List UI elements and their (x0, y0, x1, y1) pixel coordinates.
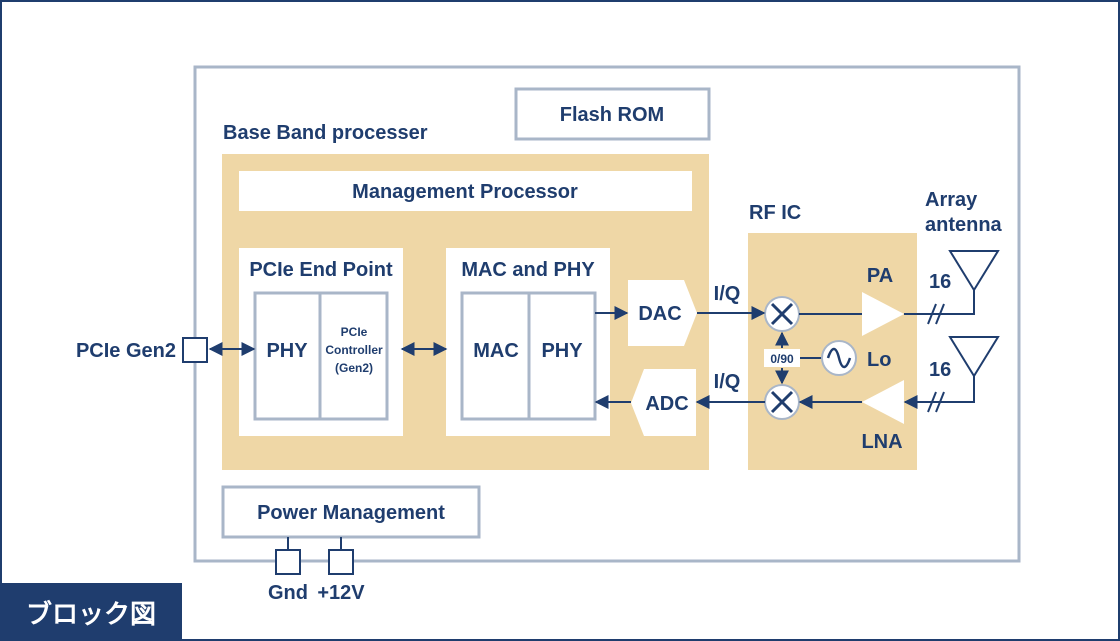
pcie-controller-label-1: PCIe (341, 325, 368, 339)
pcie-controller-label-2: Controller (325, 343, 383, 357)
base-band-label: Base Band processer (223, 122, 428, 144)
iq-top-label: I/Q (714, 283, 741, 305)
phase-box (764, 349, 800, 367)
mixer-top (764, 296, 800, 332)
dac-label: DAC (638, 303, 681, 325)
v12-port (328, 549, 354, 575)
gnd-port (275, 549, 301, 575)
pcie-gen2-label: PCIe Gen2 (76, 340, 176, 362)
channel-count-bottom: 16 (929, 359, 951, 381)
pcie-port (182, 337, 208, 363)
antenna-bottom-icon (948, 336, 1000, 378)
lna-label: LNA (861, 431, 902, 453)
phase-label: 0/90 (770, 352, 794, 366)
caption-badge: ブロック図 (0, 583, 182, 641)
pcie-phy-box (253, 291, 322, 421)
phy-label: PHY (541, 340, 583, 362)
channel-count-top: 16 (929, 271, 951, 293)
v12-label: +12V (317, 582, 365, 604)
pa-label: PA (867, 265, 893, 287)
bus-slash-bottom-2 (935, 391, 945, 413)
dac-block (628, 280, 697, 346)
adc-block (631, 369, 696, 436)
power-management-box (221, 485, 481, 539)
management-processor-box (239, 171, 692, 211)
pcie-controller-box (318, 291, 389, 421)
lna-amplifier-icon (862, 380, 904, 424)
gnd-label: Gnd (268, 582, 308, 604)
pa-amplifier-icon (862, 292, 904, 336)
rf-ic-label: RF IC (749, 202, 801, 224)
phy-box (527, 291, 597, 421)
pcie-end-point-label: PCIe End Point (249, 259, 393, 281)
bus-slash-top-1 (927, 303, 937, 325)
lo-label: Lo (867, 349, 891, 371)
management-processor-label: Management Processor (352, 181, 578, 203)
pcie-phy-label: PHY (266, 340, 308, 362)
pcie-controller-label-3: (Gen2) (335, 361, 373, 375)
mac-label: MAC (473, 340, 519, 362)
mac-box (460, 291, 531, 421)
iq-bottom-label: I/Q (714, 371, 741, 393)
flash-rom-label: Flash ROM (560, 104, 664, 126)
flash-rom-box (514, 87, 711, 141)
adc-label: ADC (645, 393, 688, 415)
mac-phy-label: MAC and PHY (461, 259, 595, 281)
antenna-top-icon (948, 250, 1000, 292)
array-antenna-label-1: Array (925, 189, 978, 211)
antenna-top-feed (904, 290, 975, 315)
mixer-bottom (764, 384, 800, 420)
bus-slash-top-2 (935, 303, 945, 325)
bus-slash-bottom-1 (927, 391, 937, 413)
antenna-bottom-feed (903, 376, 975, 409)
power-management-label: Power Management (257, 502, 445, 524)
oscillator-icon (821, 340, 857, 376)
array-antenna-label-2: antenna (925, 214, 1003, 236)
